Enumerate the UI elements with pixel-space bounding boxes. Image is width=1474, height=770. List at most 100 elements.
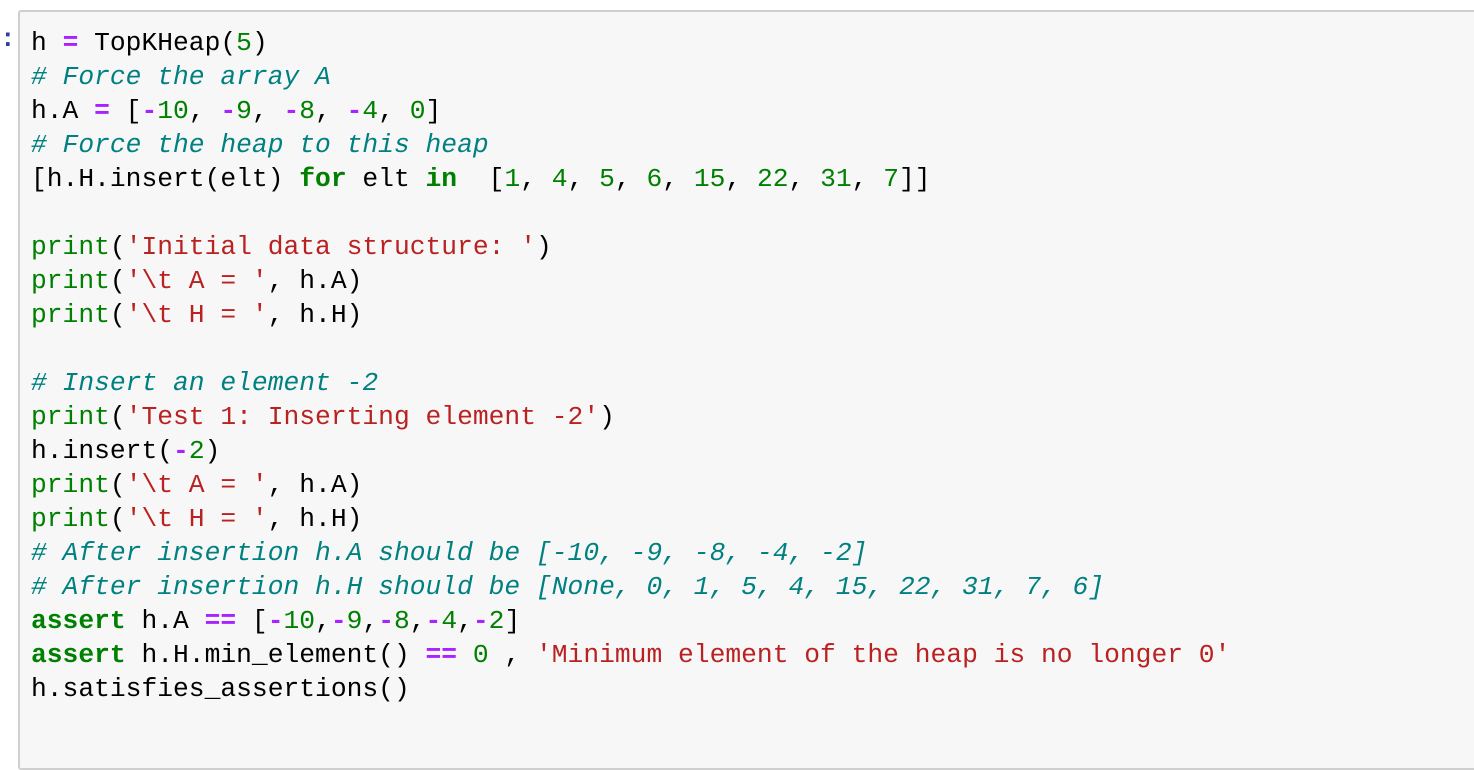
code-text: [h.H.insert(elt) [31, 164, 300, 194]
number-token: 2 [488, 606, 505, 636]
code-text: h.A [125, 606, 205, 636]
operator-token: - [173, 436, 189, 466]
code-text: ( [109, 504, 126, 534]
code-line: assert h.H.min_element() == 0 , 'Minimum… [31, 638, 1230, 672]
string-token: '\t A = ' [125, 470, 268, 500]
code-text: elt [346, 164, 426, 194]
operator-token: = [62, 28, 79, 58]
code-text: [ [457, 164, 505, 194]
keyword-token: assert [31, 606, 126, 636]
number-token: 22 [756, 164, 789, 194]
code-text: ( [109, 470, 126, 500]
code-line: print('Initial data structure: ') [31, 230, 1230, 264]
code-line [31, 332, 1230, 366]
number-token: 8 [299, 96, 316, 126]
operator-token: == [204, 606, 237, 636]
builtin-token: print [31, 232, 110, 262]
code-text: ] [504, 606, 521, 636]
code-text: , h.A) [267, 470, 363, 500]
code-line: # Force the heap to this heap [31, 128, 1230, 162]
builtin-token: print [31, 470, 110, 500]
operator-token: - [330, 606, 347, 636]
code-text: h.A [31, 96, 95, 126]
number-token: 10 [157, 96, 189, 126]
code-line: print('\t A = ', h.A) [31, 264, 1230, 298]
code-line: print('\t H = ', h.H) [31, 298, 1230, 332]
comment-token: # Force the heap to this heap [31, 130, 489, 160]
code-line: print('\t H = ', h.H) [31, 502, 1230, 536]
code-line: print('\t A = ', h.A) [31, 468, 1230, 502]
number-token: 2 [188, 436, 205, 466]
operator-token: - [283, 96, 300, 126]
code-text: , h.H) [267, 300, 363, 330]
number-token: 15 [693, 164, 726, 194]
comment-token: # After insertion h.H should be [None, 0… [31, 572, 1105, 602]
string-token: 'Test 1: Inserting element -2' [125, 402, 600, 432]
string-token: '\t H = ' [125, 504, 268, 534]
code-line: assert h.A == [-10,-9,-8,-4,-2] [31, 604, 1230, 638]
code-text: ] [425, 96, 442, 126]
comment-token: # Force the array A [31, 62, 331, 92]
code-line: print('Test 1: Inserting element -2') [31, 400, 1230, 434]
code-text: , [457, 606, 473, 636]
comment-token: # Insert an element -2 [31, 368, 379, 398]
number-token: 8 [393, 606, 410, 636]
builtin-token: print [31, 266, 110, 296]
code-text: , h.A) [267, 266, 363, 296]
number-token: 5 [236, 28, 252, 58]
operator-token: - [220, 96, 237, 126]
code-text: [ [236, 606, 268, 636]
code-text: , [725, 164, 757, 194]
code-text: h.H.min_element() [125, 640, 426, 670]
keyword-token: in [425, 164, 458, 194]
keyword-token: assert [31, 640, 126, 670]
code-text: ( [109, 300, 126, 330]
code-line: # After insertion h.A should be [-10, -9… [31, 536, 1230, 570]
code-text: , [315, 96, 347, 126]
number-token: 31 [820, 164, 852, 194]
operator-token: = [94, 96, 110, 126]
number-token: 7 [883, 164, 899, 194]
number-token: 4 [362, 96, 379, 126]
number-token: 0 [409, 96, 426, 126]
code-text: ) [204, 436, 221, 466]
number-token: 10 [283, 606, 316, 636]
code-text: ) [251, 28, 268, 58]
code-line: # Insert an element -2 [31, 366, 1230, 400]
operator-token: == [425, 640, 458, 670]
code-line: h.insert(-2) [31, 434, 1230, 468]
code-text: TopKHeap( [78, 28, 237, 58]
code-text: ( [109, 232, 126, 262]
string-token: 'Initial data structure: ' [125, 232, 536, 262]
code-line: h.A = [-10, -9, -8, -4, 0] [31, 94, 1230, 128]
operator-token: - [346, 96, 363, 126]
code-text: , [520, 164, 552, 194]
code-text: [ [109, 96, 142, 126]
code-line [31, 196, 1230, 230]
code-text: , h.H) [267, 504, 363, 534]
code-text: h.insert( [31, 436, 174, 466]
number-token: 0 [472, 640, 489, 670]
code-text: h.satisfies_assertions() [31, 674, 410, 704]
code-text: , [851, 164, 884, 194]
operator-token: - [141, 96, 158, 126]
code-text: , [188, 96, 221, 126]
code-text: ) [599, 402, 615, 432]
number-token: 4 [551, 164, 568, 194]
code-text: , [362, 606, 379, 636]
number-token: 5 [599, 164, 615, 194]
code-text: , [488, 640, 536, 670]
code-text: , [315, 606, 331, 636]
code-line: h.satisfies_assertions() [31, 672, 1230, 706]
operator-token: - [378, 606, 394, 636]
code-text: , [378, 96, 410, 126]
number-token: 9 [346, 606, 363, 636]
string-token: 'Minimum element of the heap is no longe… [536, 640, 1231, 670]
code-line: # Force the array A [31, 60, 1230, 94]
builtin-token: print [31, 402, 110, 432]
code-text: , [409, 606, 426, 636]
code-text: , [567, 164, 600, 194]
code-text [457, 640, 473, 670]
